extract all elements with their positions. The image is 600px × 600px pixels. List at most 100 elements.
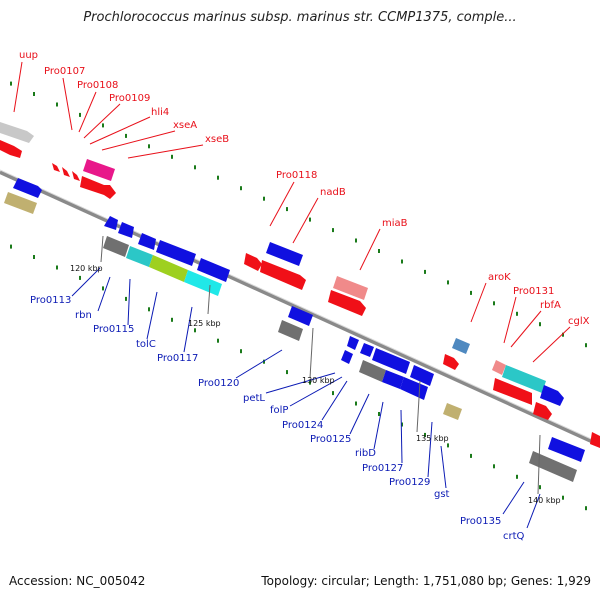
gene-arrow [540, 385, 564, 406]
gene-label[interactable]: aroK [488, 272, 511, 283]
gene-label[interactable]: petL [243, 393, 265, 404]
gene-arrow [62, 167, 70, 177]
gene-block [103, 236, 129, 257]
gene-label[interactable]: Pro0109 [109, 93, 150, 104]
gc-dot [378, 412, 380, 416]
gc-dot [516, 311, 518, 316]
gene-arrow [360, 343, 374, 357]
gene-block [126, 246, 153, 267]
gene-label[interactable]: ribD [355, 448, 376, 459]
gc-dot [79, 112, 81, 117]
gene-arrow [52, 163, 60, 172]
gene-label[interactable]: xseB [205, 134, 229, 145]
tick-label: 135 kbp [416, 434, 449, 443]
gc-dot [10, 244, 12, 249]
gene-arrow [104, 216, 118, 230]
gene-label[interactable]: Pro0115 [93, 324, 134, 335]
gene-label[interactable]: rbn [75, 310, 92, 321]
gc-dot [332, 391, 334, 396]
gene-arrow [72, 171, 80, 181]
gene-block [502, 365, 546, 393]
gene-label[interactable]: Pro0124 [282, 420, 323, 431]
gene-label[interactable]: Pro0108 [77, 80, 118, 91]
gc-dot [217, 338, 219, 343]
gc-dot [171, 154, 173, 159]
gene-label[interactable]: tolC [136, 339, 156, 350]
gc-dot [148, 307, 150, 312]
gene-arrow [80, 176, 116, 199]
gene-arrow [118, 222, 134, 238]
gene-label[interactable]: Pro0118 [276, 170, 317, 181]
gene-label[interactable]: Pro0113 [30, 295, 71, 306]
gene-arrow [197, 258, 230, 282]
gc-dot [355, 401, 357, 406]
gene-arrow [533, 402, 552, 420]
gene-label[interactable]: nadB [320, 187, 346, 198]
gene-arrow [13, 178, 42, 198]
gc-dot [240, 349, 242, 354]
gc-dot [424, 269, 426, 274]
gc-dot [194, 328, 196, 333]
gc-dot [125, 133, 127, 138]
gc-dot [171, 317, 173, 322]
gc-dot [401, 259, 403, 264]
gene-arrow [372, 348, 410, 374]
gc-dot [447, 280, 449, 285]
gene-label[interactable]: Pro0129 [389, 477, 430, 488]
gene-label[interactable]: Pro0127 [362, 463, 403, 474]
gene-label[interactable]: Pro0117 [157, 353, 198, 364]
gene-block [443, 403, 462, 420]
gc-dot [10, 81, 12, 86]
gene-label[interactable]: miaB [382, 218, 408, 229]
scale-ticks [100, 235, 541, 495]
genome-backbone [0, 170, 600, 447]
gc-dot [125, 296, 127, 301]
gene-arrow [328, 290, 366, 316]
gene-label[interactable]: rbfA [540, 300, 561, 311]
map-title: Prochlorococcus marinus subsp. marinus s… [83, 10, 517, 25]
gc-dot [470, 290, 472, 295]
gene-block [359, 360, 386, 382]
gc-dot [33, 255, 35, 259]
gc-dot [148, 144, 150, 149]
gene-label[interactable]: Pro0131 [513, 286, 554, 297]
gene-label[interactable]: hli4 [151, 107, 169, 118]
tick-label: 125 kbp [188, 319, 221, 328]
accession-text: Accession: NC_005042 [9, 574, 146, 588]
gene-label[interactable]: Pro0125 [310, 434, 351, 445]
gc-dot [332, 228, 334, 233]
gene-arrow [410, 365, 434, 386]
forward-label-connectors [13, 61, 571, 363]
gc-dot [539, 485, 541, 490]
gc-dot [217, 175, 219, 180]
gene-label[interactable]: crtQ [503, 531, 525, 542]
gc-dot [263, 196, 265, 201]
gene-label[interactable]: Pro0107 [44, 66, 85, 77]
gc-dot [424, 432, 426, 437]
genome-backbone-highlight [0, 169, 600, 444]
tick-label: 130 kbp [302, 376, 335, 385]
gene-block [529, 451, 577, 482]
gene-label[interactable]: xseA [173, 120, 197, 131]
gene-arrow [590, 432, 600, 448]
gene-block [149, 255, 188, 282]
gene-block [452, 338, 470, 354]
gene-block [492, 360, 506, 375]
gc-dot [355, 238, 357, 243]
genome-summary-text: Topology: circular; Length: 1,751,080 bp… [261, 574, 591, 588]
gene-label[interactable]: Pro0135 [460, 516, 501, 527]
gc-dot [56, 265, 58, 270]
gc-dot [33, 92, 35, 96]
gc-dot [493, 464, 495, 469]
gc-dot [102, 123, 104, 128]
gene-label[interactable]: gst [434, 489, 450, 500]
gene-arrow [0, 140, 22, 158]
gene-label[interactable]: folP [270, 405, 288, 416]
gene-arrow [493, 378, 532, 405]
tick-label: 140 kbp [528, 496, 561, 505]
gene-label[interactable]: cglX [568, 316, 590, 327]
gene-label[interactable]: uup [19, 50, 38, 61]
gene-label[interactable]: Pro0120 [198, 378, 239, 389]
gene-arrow [244, 253, 262, 271]
